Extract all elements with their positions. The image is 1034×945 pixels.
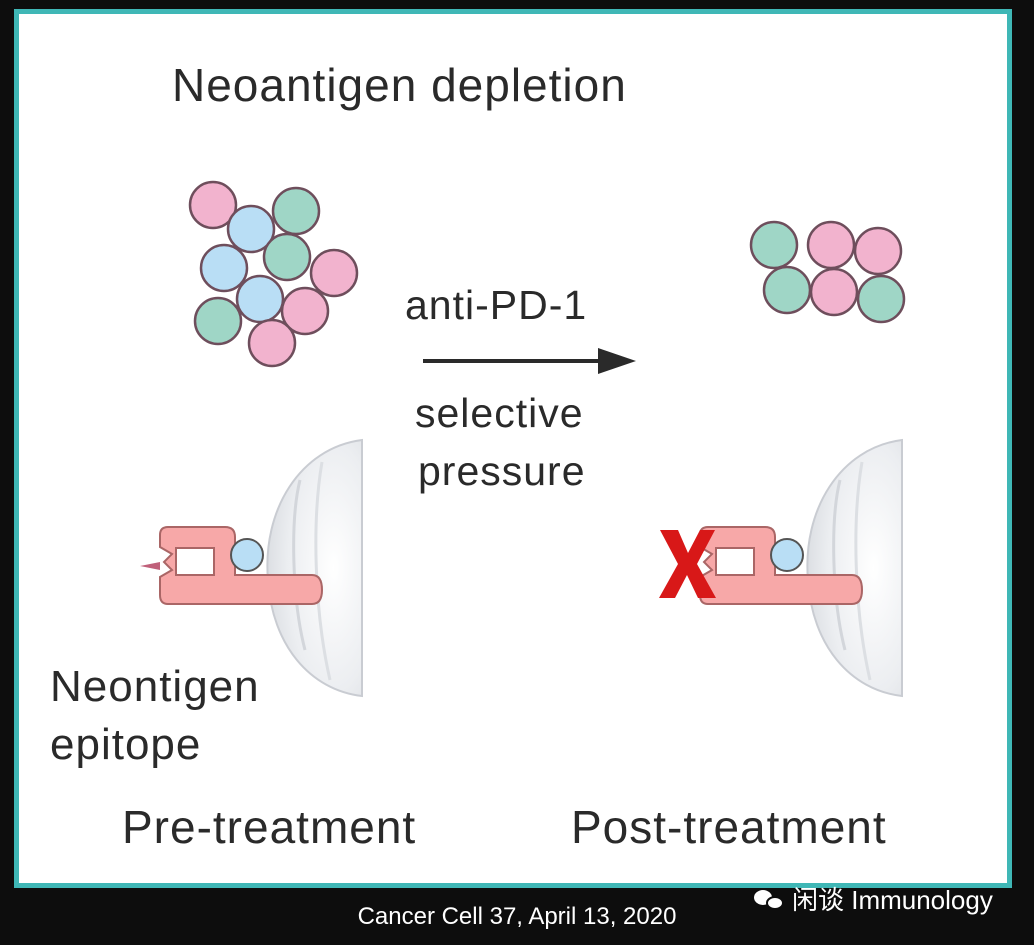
neoantigen-dot [309, 248, 359, 298]
neoantigen-dot [199, 243, 249, 293]
treatment-arrow [423, 348, 636, 374]
neoantigen-dot [806, 220, 856, 270]
post-tumor-cell [806, 438, 903, 698]
watermark: 闲谈 Immunology [752, 880, 993, 917]
neoantigen-dot [762, 265, 812, 315]
pre-epitope-tag [140, 562, 160, 570]
rejection-cross-icon [659, 530, 716, 598]
wechat-icon [752, 887, 786, 911]
citation-caption: Cancer Cell 37, April 13, 2020 [357, 903, 677, 930]
neoantigen-dot [262, 232, 312, 282]
post-neoantigen-cluster [749, 220, 906, 324]
pre-tumor-cell [266, 438, 363, 698]
pre-tcr-receptor [159, 526, 324, 605]
watermark-text: 闲谈 Immunology [792, 885, 993, 915]
neoantigen-dot [853, 226, 903, 276]
epitope-label-line2: epitope [50, 720, 202, 769]
drug-label: anti-PD-1 [405, 282, 588, 328]
neoantigen-dot [188, 180, 238, 230]
pre-epitope [230, 538, 264, 572]
figure-panel [14, 9, 1012, 888]
neoantigen-dot [193, 296, 243, 346]
pressure-label-line2: pressure [418, 448, 586, 494]
pre-neoantigen-cluster [188, 180, 359, 368]
diagram-title: Neoantigen depletion [172, 59, 627, 111]
neoantigen-dot [749, 220, 799, 270]
post-epitope [770, 538, 804, 572]
neoantigen-dot [280, 286, 330, 336]
neoantigen-dot [226, 204, 276, 254]
neoantigen-dot [235, 274, 285, 324]
pre-treatment-label: Pre-treatment [122, 801, 417, 853]
epitope-label-line1: Neontigen [50, 662, 260, 711]
neoantigen-dot [247, 318, 297, 368]
neoantigen-dot [809, 267, 859, 317]
post-treatment-label: Post-treatment [571, 801, 887, 853]
neoantigen-dot [271, 186, 321, 236]
neoantigen-dot [856, 274, 906, 324]
pressure-label-line1: selective [415, 390, 584, 436]
